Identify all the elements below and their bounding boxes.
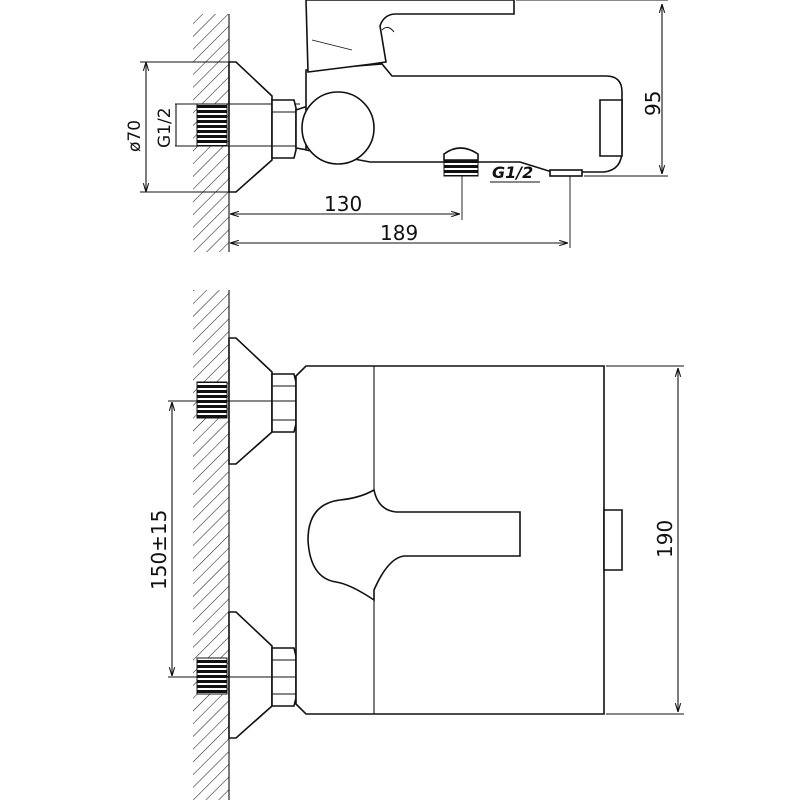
side-view: G1/2 ø70 G1/2 95 130 189 [125,0,668,252]
lever-top [307,488,521,602]
hex-nut-top [271,99,297,159]
top-view: 150±15 190 [147,290,684,800]
hex-nut-upper [271,373,297,433]
wall-flange-lower [228,611,273,739]
outlet-thread [443,159,479,177]
inlet-thread-upper [196,381,228,419]
inlet-thread-lower [196,657,228,695]
outlet-thread-label: G1/2 [492,163,533,182]
wall-hatch-bottom [193,290,229,800]
height-label: 95 [641,91,665,116]
outlet-distance-label: 130 [324,192,362,216]
diameter-label: ø70 [125,120,145,152]
cartridge-circle [301,91,375,165]
inlet-thread-top [196,103,228,147]
projection-label: 189 [380,221,418,245]
lever-side [305,0,515,73]
center-distance-label: 150±15 [147,510,171,590]
spout-top [603,509,623,571]
inlet-thread-label: G1/2 [155,107,175,148]
wall-flange [228,61,273,193]
width-label: 190 [653,520,677,558]
